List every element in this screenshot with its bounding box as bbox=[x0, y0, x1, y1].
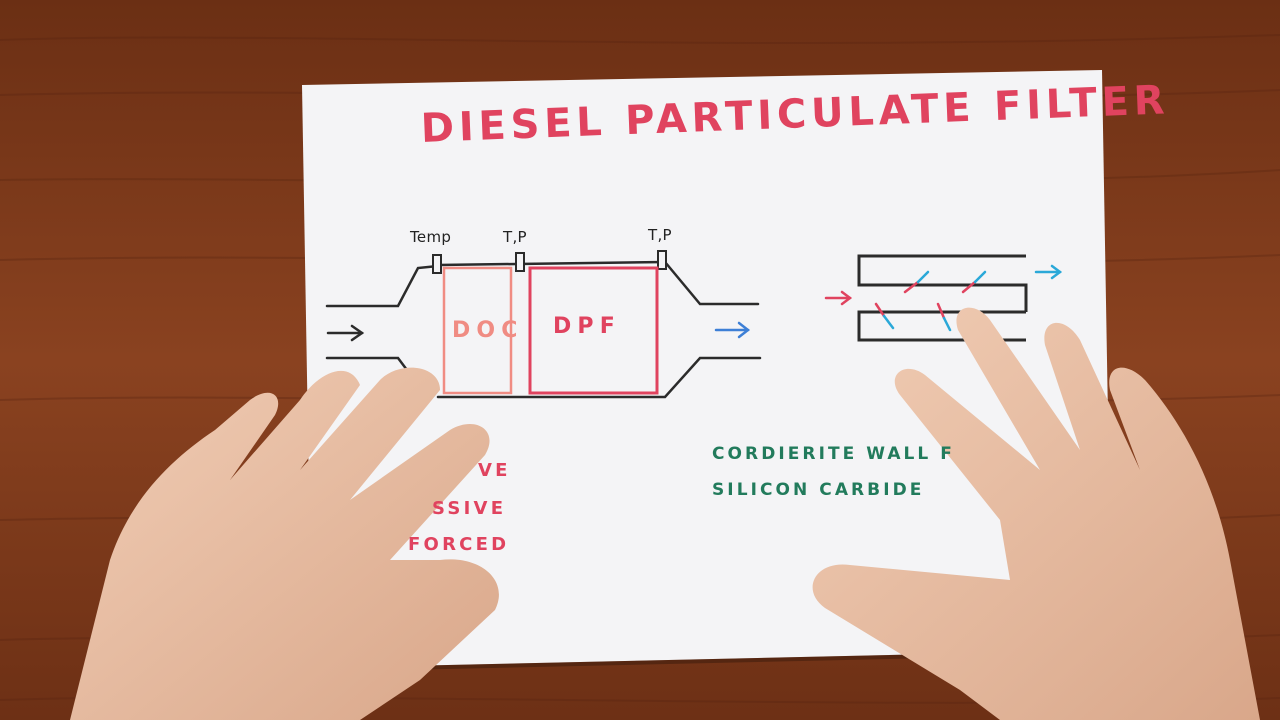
temp-sensor-label: Temp bbox=[410, 228, 452, 246]
outlet-arrow bbox=[714, 321, 751, 339]
channel-inlet-arrow bbox=[824, 290, 853, 306]
doc-label: DOC bbox=[452, 318, 524, 343]
wall-flow-arrows bbox=[874, 270, 987, 332]
regen-passive-fragment: SSIVE bbox=[432, 498, 507, 519]
dpf-label: DPF bbox=[553, 314, 621, 339]
paper-sheet bbox=[302, 70, 1112, 668]
right-hand bbox=[812, 307, 1260, 720]
tp-sensor-mid-label: T,P bbox=[503, 228, 527, 246]
dpf-block bbox=[528, 266, 659, 395]
tp-sensor-out bbox=[657, 250, 667, 270]
channel-outlet-arrow bbox=[1034, 264, 1063, 280]
left-hand bbox=[70, 367, 499, 720]
material-silicon-carbide: SILICON CARBIDE bbox=[712, 480, 925, 500]
regen-forced: FORCED bbox=[408, 534, 510, 555]
tp-sensor-out-label: T,P bbox=[648, 226, 672, 244]
regen-active-fragment: VE bbox=[478, 460, 511, 481]
tp-sensor-mid bbox=[515, 252, 525, 272]
material-cordierite: CORDIERITE WALL F bbox=[712, 444, 955, 464]
doc-block bbox=[442, 266, 513, 395]
inlet-arrow bbox=[326, 324, 365, 342]
temp-sensor bbox=[432, 254, 442, 274]
